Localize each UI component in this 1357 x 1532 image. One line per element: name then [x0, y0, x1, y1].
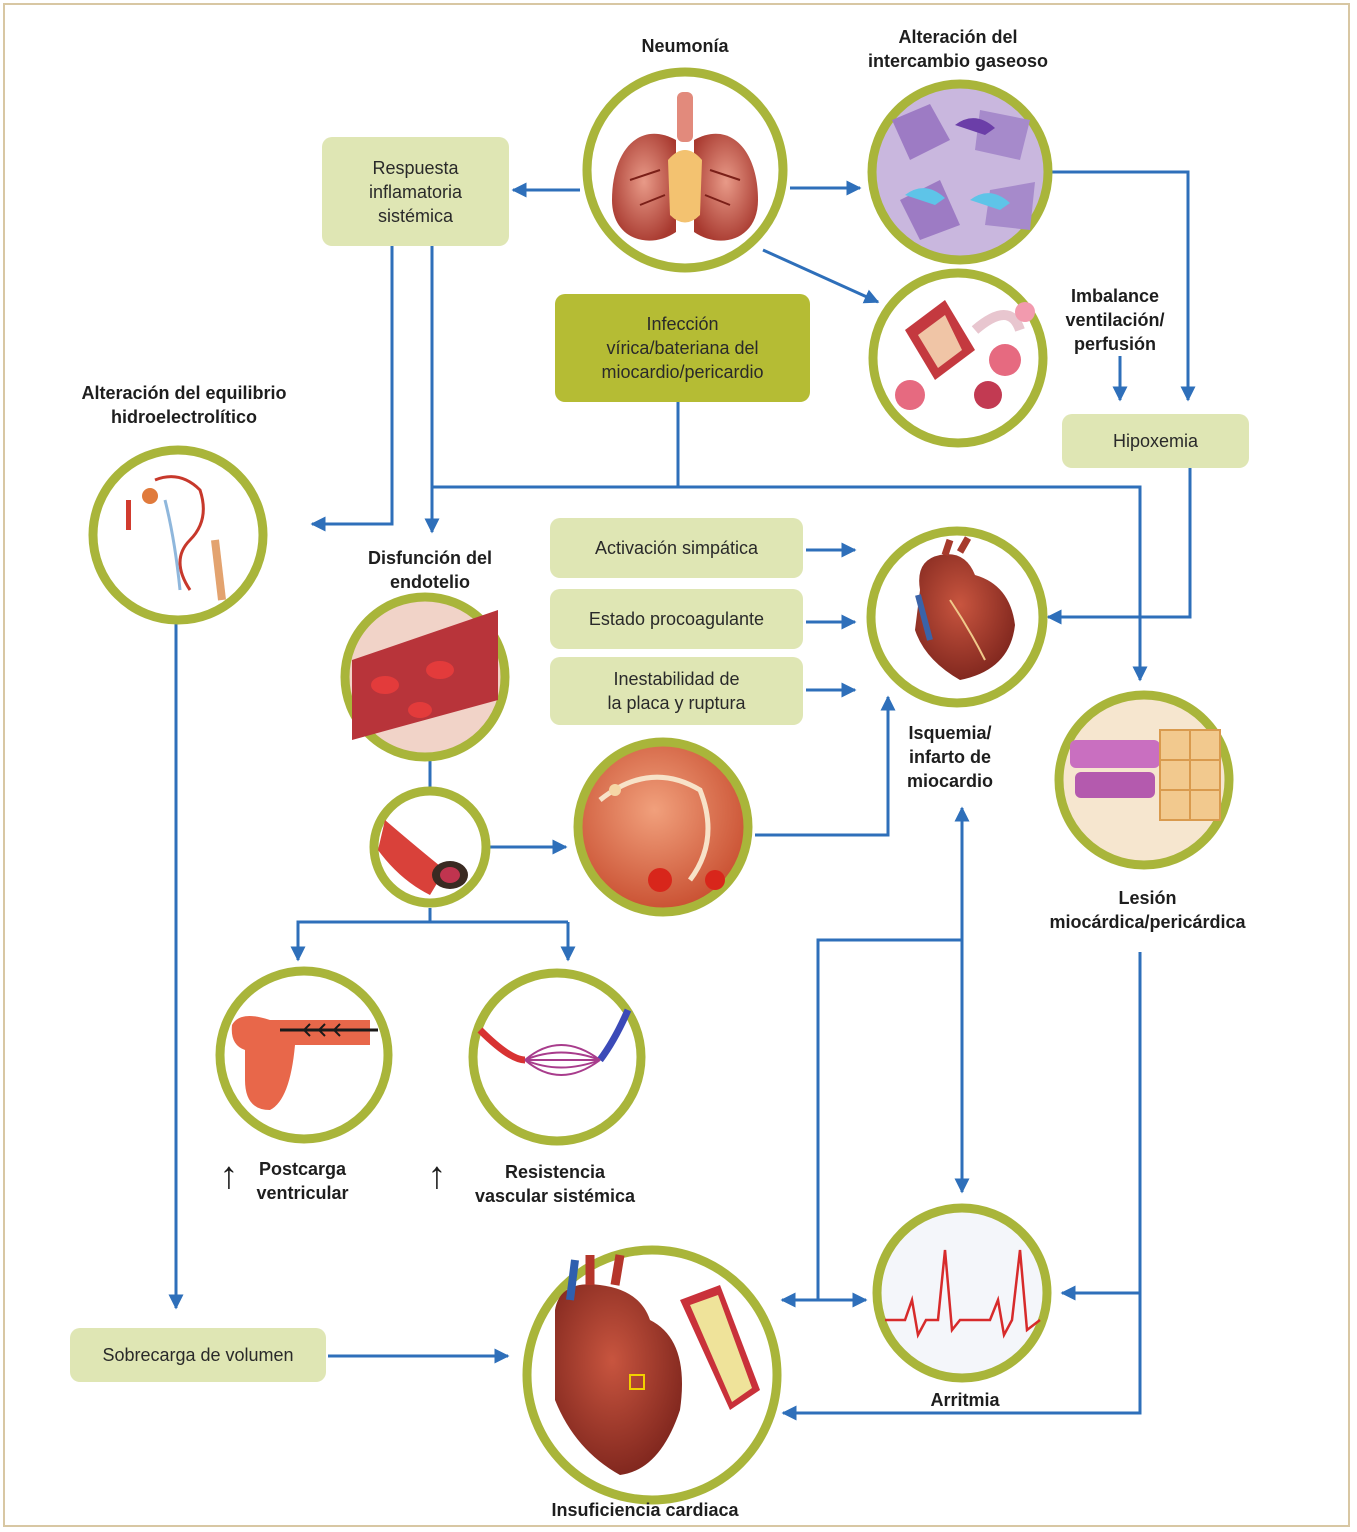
alveoli-gas-exchange-illustration: [872, 84, 1048, 260]
arrow-respuesta-to-kidney: [312, 246, 392, 524]
label-neumonia: Neumonía: [610, 34, 760, 58]
box-inestabilidad-placa: Inestabilidad de la placa y ruptura: [550, 657, 803, 725]
arrow-hipoxemia-to-heart: [1048, 468, 1190, 617]
label-disfuncion-endotelio: Disfunción del endotelio: [360, 546, 500, 594]
arrow-lesion-to-arritmia: [1062, 952, 1140, 1293]
label-isquemia: Isquemia/ infarto de miocardio: [895, 721, 1005, 793]
box-respuesta-inflamatoria: Respuesta inflamatoria sistémica: [322, 137, 509, 246]
lungs-illustration: [587, 72, 783, 268]
ventricle-afterload-illustration: [220, 971, 388, 1139]
artery-cross-section-illustration: [374, 791, 486, 903]
label-lesion: Lesión miocárdica/pericárdica: [1030, 886, 1265, 934]
box-sobrecarga-volumen: Sobrecarga de volumen: [70, 1328, 326, 1382]
box-infeccion: Infección vírica/bateriana del miocardio…: [555, 294, 810, 402]
blood-vessel-illustration: [345, 597, 505, 757]
label-insuficiencia: Insuficiencia cardiaca: [525, 1498, 765, 1522]
up-arrow-icon: ↑: [214, 1150, 244, 1202]
heart-illustration: [871, 531, 1043, 703]
ecg-trace-illustration: [877, 1208, 1047, 1378]
myocardial-tissue-illustration: [1059, 695, 1229, 865]
plaque-rupture-illustration: [578, 742, 748, 912]
box-activacion-simpatica: Activación simpática: [550, 518, 803, 578]
heart-failure-illustration: [527, 1250, 777, 1500]
box-estado-procoagulante: Estado procoagulante: [550, 589, 803, 649]
box-hipoxemia: Hipoxemia: [1062, 414, 1249, 468]
label-imbalance: Imbalance ventilación/ perfusión: [1045, 284, 1185, 356]
label-alteracion-equilibrio: Alteración del equilibrio hidroelectrolí…: [50, 381, 318, 429]
label-alteracion-intercambio: Alteración del intercambio gaseoso: [840, 25, 1076, 73]
label-resistencia: Resistencia vascular sistémica: [455, 1160, 655, 1208]
nephron-illustration: [93, 450, 263, 620]
arrow-to-postcarga: [298, 922, 568, 960]
capillary-bed-illustration: [473, 973, 641, 1141]
alveoli-cluster-illustration: [873, 273, 1043, 443]
up-arrow-icon: ↑: [422, 1150, 452, 1202]
label-postcarga: Postcarga ventricular: [245, 1157, 360, 1205]
label-arritmia: Arritmia: [910, 1388, 1020, 1412]
